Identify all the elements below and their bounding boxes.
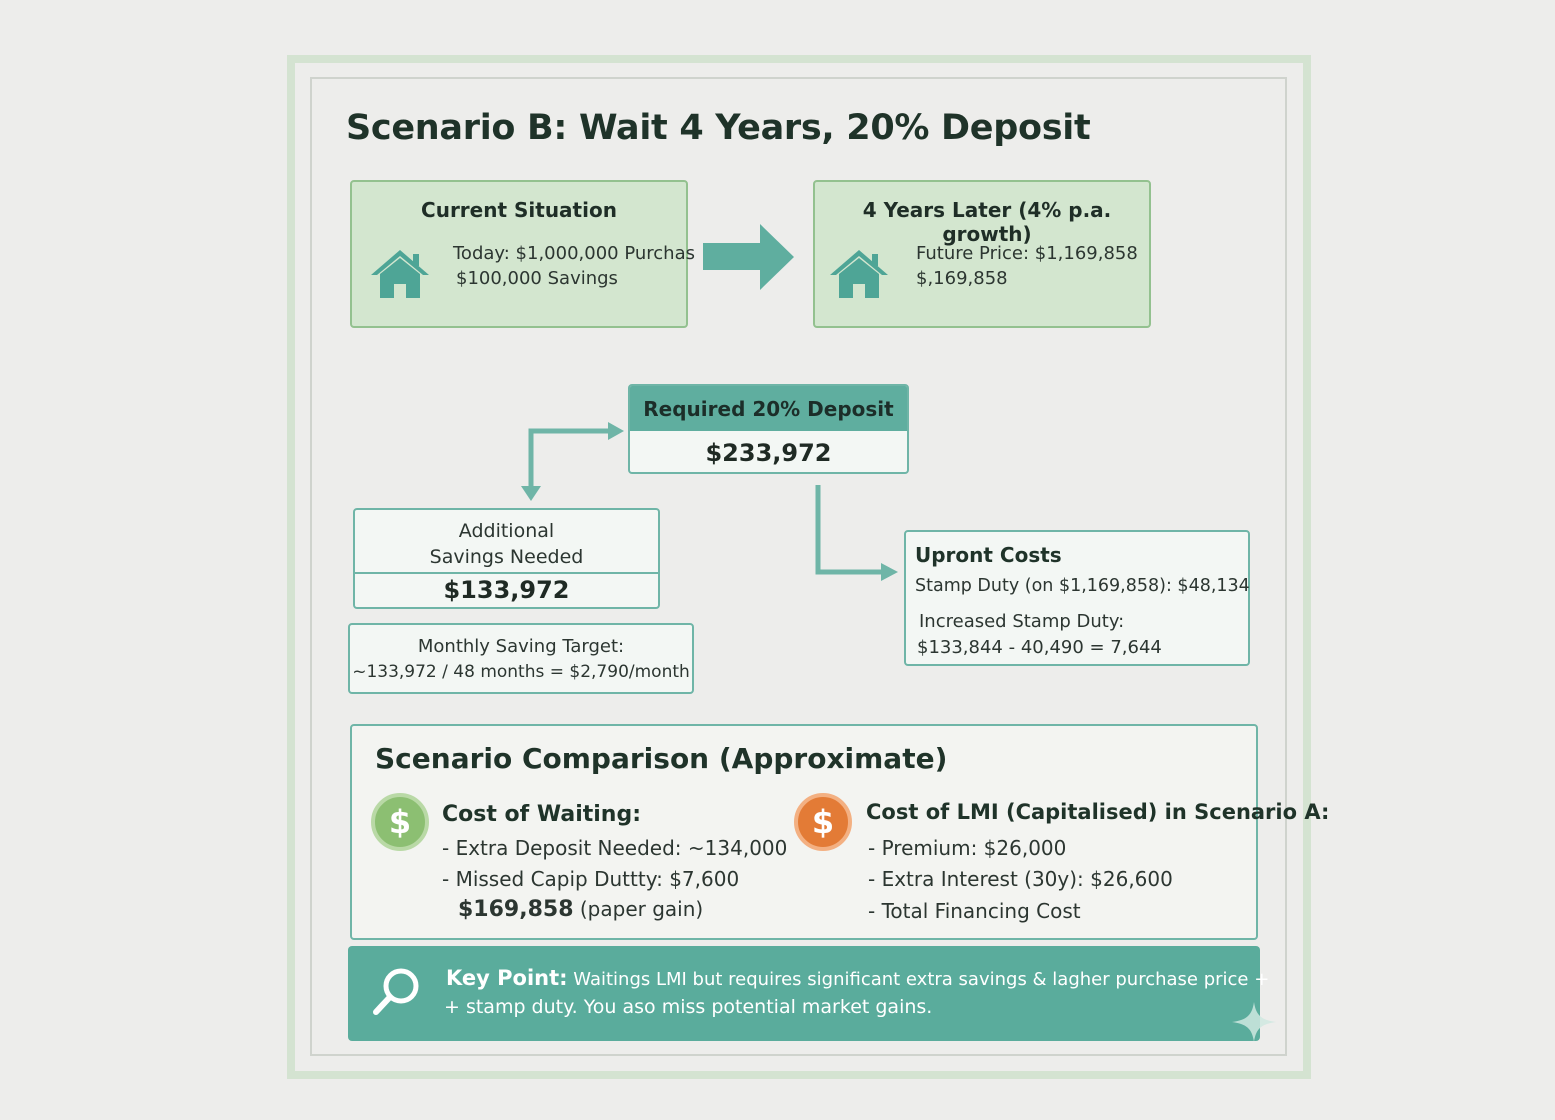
required-deposit-value: $233,972	[705, 439, 832, 467]
key-point-line2: + stamp duty. You aso miss potential mar…	[444, 996, 933, 1018]
current-situation-heading: Current Situation	[421, 198, 617, 222]
scenario-comparison-panel: Scenario Comparison (Approximate) $ Cost…	[350, 724, 1329, 940]
key-point-line1: Key Point: Waitings LMI but requires sig…	[446, 966, 1269, 990]
lmi-premium-line: - Premium: $26,000	[868, 836, 1067, 860]
arrowhead-right-deposit	[608, 422, 624, 440]
connector-deposit-to-savings	[528, 428, 612, 490]
paper-gain-value: $169,858	[458, 897, 574, 922]
arrowhead-right-upfront	[881, 563, 898, 581]
future-price-repeat-line: $,169,858	[916, 268, 1008, 289]
future-price-line: Future Price: $1,169,858	[916, 243, 1138, 264]
increased-stamp-duty-calc: $133,844 - 40,490 = 7,644	[917, 637, 1162, 658]
divider	[355, 572, 658, 574]
paper-gain-suffix: (paper gain)	[579, 897, 704, 921]
house-icon	[371, 250, 429, 298]
current-situation-card: Current Situation Today: $1,000,000 Purc…	[350, 180, 695, 328]
four-years-later-heading: 4 Years Later (4% p.a. growth)	[862, 198, 1112, 246]
house-icon	[830, 250, 888, 298]
monthly-saving-target-calc: ~133,972 / 48 months = $2,790/month	[352, 662, 690, 682]
four-years-later-card: 4 Years Later (4% p.a. growth) Future Pr…	[813, 180, 1151, 328]
stamp-duty-line: Stamp Duty (on $1,169,858): $48,134	[915, 576, 1250, 596]
monthly-saving-target-label: Monthly Saving Target:	[417, 636, 625, 657]
extra-deposit-line: - Extra Deposit Needed: ~134,000	[442, 836, 788, 860]
page-title: Scenario B: Wait 4 Years, 20% Deposit	[346, 108, 1091, 148]
paper-gain-line: $169,858 (paper gain)	[458, 897, 703, 922]
additional-savings-box: Additional Savings Needed $133,972	[353, 508, 660, 609]
cost-of-lmi-heading: Cost of LMI (Capitalised) in Scenario A:	[866, 800, 1330, 824]
increased-stamp-duty-label: Increased Stamp Duty:	[919, 611, 1125, 632]
arrowhead-down-savings	[521, 486, 541, 501]
dollar-coin-icon: $	[794, 793, 852, 851]
big-right-arrow	[703, 224, 794, 290]
outer-frame	[287, 55, 1311, 1079]
missed-duty-line: - Missed Capip Duttty: $7,600	[442, 867, 740, 891]
connector-deposit-to-upfront	[815, 485, 884, 575]
inner-frame	[310, 77, 1287, 1056]
key-point-label: Key Point:	[446, 966, 568, 990]
monthly-saving-target-box: Monthly Saving Target: ~133,972 / 48 mon…	[348, 623, 694, 694]
cost-of-waiting-heading: Cost of Waiting:	[442, 802, 642, 827]
dollar-coin-icon: $	[371, 793, 429, 851]
scenario-comparison-heading: Scenario Comparison (Approximate)	[375, 742, 948, 775]
additional-savings-label-line2: Savings Needed	[429, 546, 584, 568]
required-deposit-box: Required 20% Deposit $233,972	[628, 384, 909, 474]
required-deposit-heading: Required 20% Deposit	[630, 386, 907, 431]
upfront-costs-heading: Upront Costs	[915, 543, 1062, 567]
current-purchase-line: Today: $1,000,000 Purchas	[453, 243, 695, 264]
lmi-total-financing-line: - Total Financing Cost	[868, 899, 1081, 923]
current-savings-line: $100,000 Savings	[456, 268, 618, 289]
key-point-text-line1: Waitings LMI but requires significant ex…	[573, 969, 1270, 990]
additional-savings-label: Additional Savings Needed	[355, 518, 658, 570]
upfront-costs-box: Upront Costs Stamp Duty (on $1,169,858):…	[904, 530, 1250, 666]
lmi-extra-interest-line: - Extra Interest (30y): $26,600	[868, 867, 1173, 891]
additional-savings-value: $133,972	[443, 576, 570, 604]
additional-savings-label-line1: Additional	[458, 520, 555, 542]
sparkle-icon	[1232, 1002, 1276, 1042]
magnifier-icon	[373, 968, 419, 1015]
key-point-banner: Key Point: Waitings LMI but requires sig…	[348, 946, 1269, 1041]
